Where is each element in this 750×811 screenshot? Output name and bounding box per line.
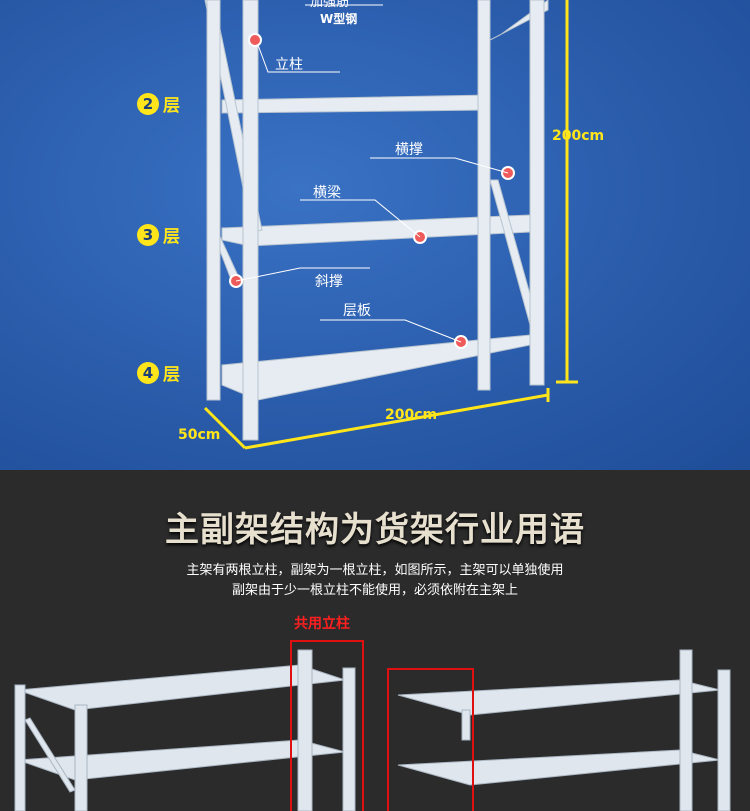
structure-explanation-section: 主副架结构为货架行业用语 主架有两根立柱，副架为一根立柱，如图所示，主架可以单独… bbox=[0, 470, 750, 811]
layer-text: 层 bbox=[163, 96, 180, 116]
upright-back-left bbox=[206, 0, 221, 401]
callout-dot-upright bbox=[248, 33, 262, 47]
layer-text: 层 bbox=[163, 227, 180, 247]
layer-text: 层 bbox=[163, 365, 180, 385]
shared-upright-highlight bbox=[290, 640, 364, 811]
callout-upright: 立柱 bbox=[275, 57, 303, 73]
section-title: 主副架结构为货架行业用语 bbox=[165, 510, 585, 550]
sub-rack-upright bbox=[679, 649, 693, 811]
callout-diagonal-brace: 斜撑 bbox=[315, 274, 343, 290]
sub-rack-hook-highlight bbox=[387, 668, 474, 811]
upright-front-left bbox=[242, 0, 259, 441]
callout-w-steel: W型钢 bbox=[320, 12, 358, 26]
callout-cross-brace: 横撑 bbox=[395, 142, 423, 158]
beam-level2 bbox=[221, 94, 491, 114]
layer-number: 2 bbox=[137, 92, 159, 115]
main-rack-upright bbox=[14, 684, 26, 811]
callout-shelf-board: 层板 bbox=[343, 303, 371, 319]
description-line-2: 副架由于少一根立柱不能使用，必须依附在主架上 bbox=[231, 583, 518, 598]
upright-front-right bbox=[529, 0, 545, 386]
callout-beam: 横梁 bbox=[313, 185, 341, 201]
sub-rack-hook bbox=[461, 709, 471, 741]
upright-back-right bbox=[477, 0, 491, 391]
dimension-height: 200cm bbox=[552, 128, 605, 144]
description-line-1: 主架有两根立柱，副架为一根立柱，如图所示，主架可以单独使用 bbox=[186, 563, 564, 578]
dimension-depth: 50cm bbox=[178, 427, 221, 443]
layer-number: 3 bbox=[137, 223, 159, 246]
dimension-lines bbox=[203, 0, 578, 450]
layer-number: 4 bbox=[137, 361, 159, 384]
main-sub-rack-illustration bbox=[14, 649, 731, 811]
diagonal-brace-right bbox=[489, 0, 549, 41]
dimension-width: 200cm bbox=[385, 407, 438, 423]
callout-reinforce: 加强筋 bbox=[310, 0, 350, 10]
rack-illustration bbox=[203, 0, 578, 450]
shared-upright-label: 共用立柱 bbox=[294, 616, 350, 632]
shared-upright bbox=[297, 649, 313, 811]
